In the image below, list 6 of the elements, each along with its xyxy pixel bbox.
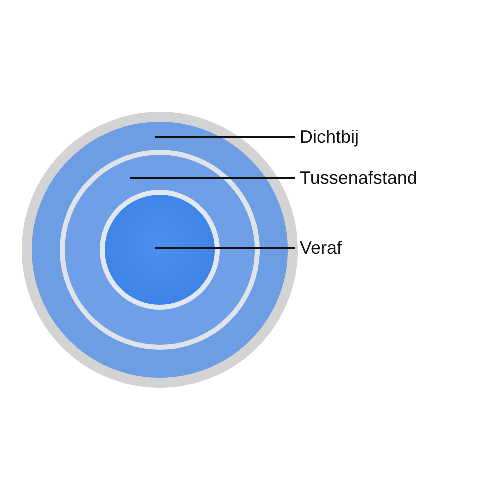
leader-line: [130, 177, 295, 179]
zone-label: Tussenafstand: [300, 167, 418, 189]
leader-line: [155, 247, 295, 249]
zone-label: Veraf: [300, 237, 342, 259]
leader-line: [155, 136, 295, 138]
zone-label: Dichtbij: [300, 126, 360, 148]
